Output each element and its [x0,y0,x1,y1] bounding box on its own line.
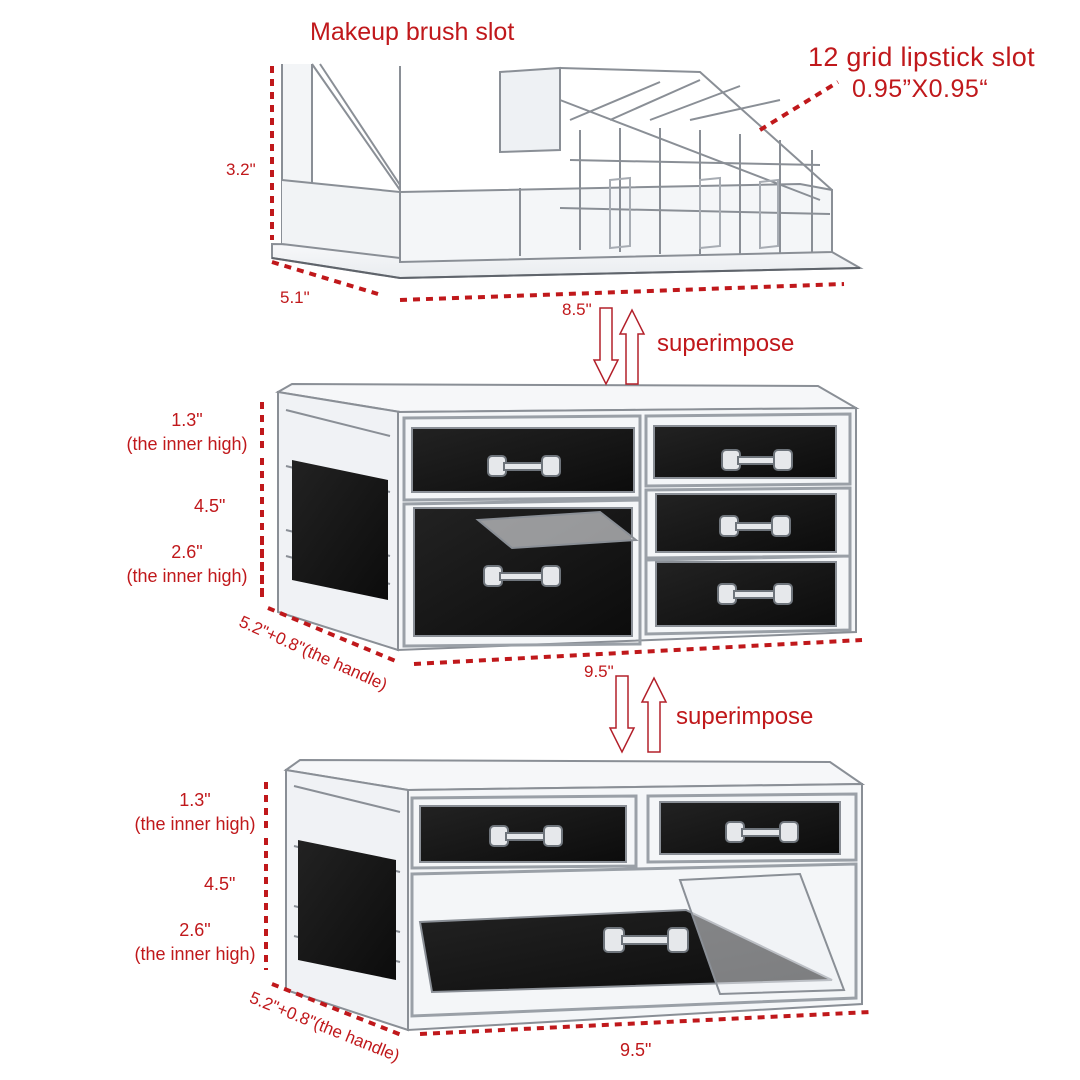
lipstick-slot-size: 0.95”X0.95“ [852,75,989,103]
mid-width-label: 9.5" [584,662,614,681]
mid-inner-top-value: 1.3" [171,410,203,430]
dimension-lines [260,66,871,1038]
mid-inner-bottom-value: 2.6" [171,542,203,562]
lipstick-holder [271,63,864,280]
three-drawer-organizer [283,758,866,1032]
brush-slot-label: Makeup brush slot [310,18,515,46]
mid-height-label: 4.5" [194,496,226,516]
bot-inner-top-value: 1.3" [179,790,211,810]
mid-inner-top-note: (the inner high) [126,434,248,454]
bot-inner-top-label: 1.3" (the inner high) [124,788,266,836]
bot-width-label: 9.5" [620,1040,652,1060]
five-drawer-organizer [275,382,860,652]
mid-inner-top-label: 1.3" (the inner high) [116,408,258,456]
mid-inner-bottom-note: (the inner high) [126,566,248,586]
bot-inner-top-note: (the inner high) [134,814,256,834]
drawer-handle-icon [489,821,799,953]
mid-inner-bottom-label: 2.6" (the inner high) [116,540,258,588]
drawer-handle-icon [483,449,793,605]
lipstick-slot-title: 12 grid lipstick slot [808,42,1035,72]
bot-inner-bottom-note: (the inner high) [134,944,256,964]
top-width-label: 8.5" [562,300,592,319]
bot-inner-bottom-value: 2.6" [179,920,211,940]
superimpose-label-2: superimpose [676,703,814,730]
top-height-label: 3.2" [226,160,256,179]
bot-inner-bottom-label: 2.6" (the inner high) [124,918,266,966]
superimpose-arrows-icon [592,307,668,754]
superimpose-label-1: superimpose [657,330,795,357]
top-depth-label: 5.1" [280,288,310,307]
bot-height-label: 4.5" [204,874,236,894]
